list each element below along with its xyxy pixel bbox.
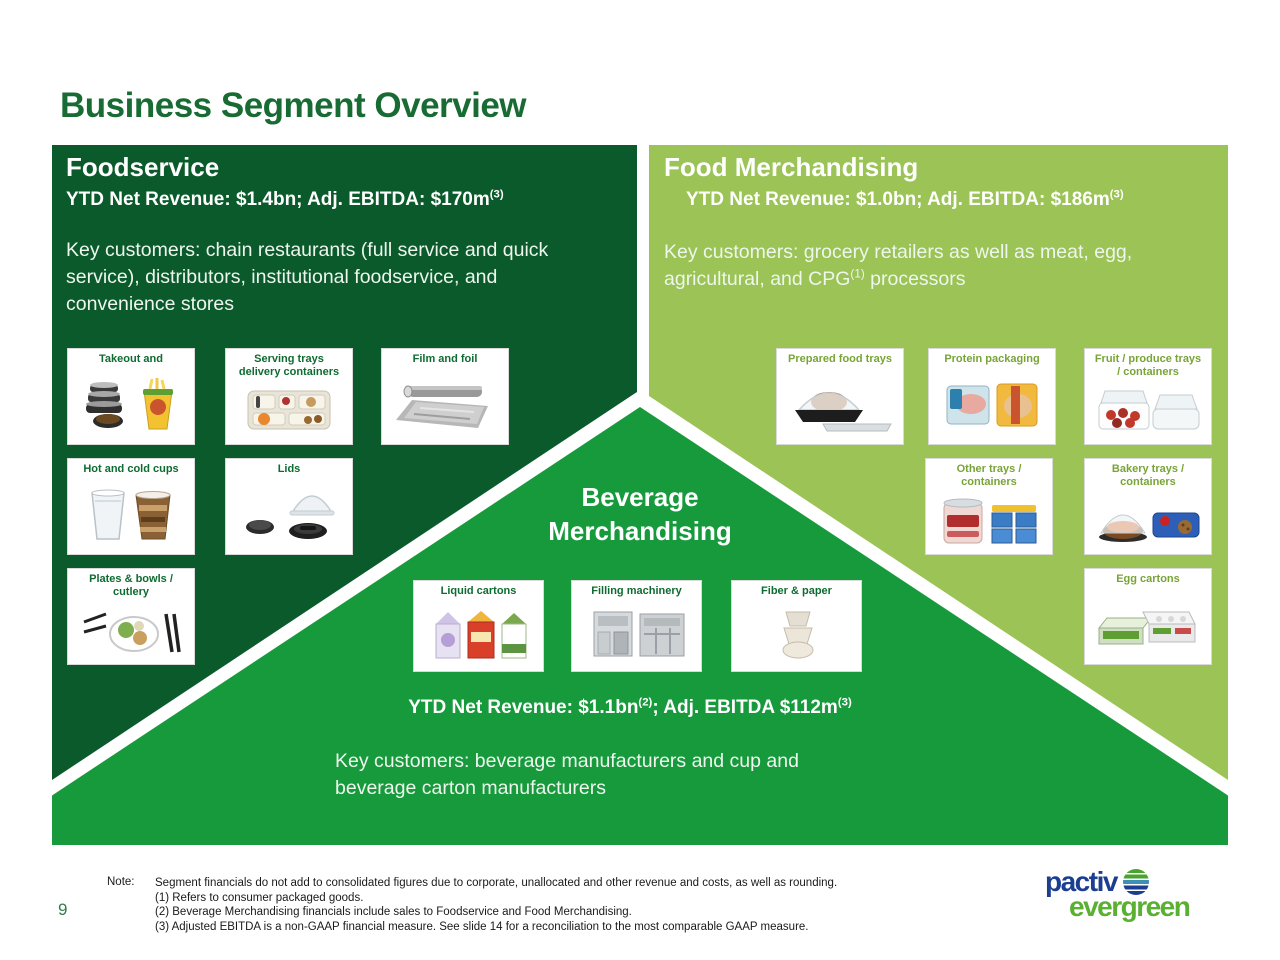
prepared-food-tray-image [795,391,892,432]
tile-protein-packaging: Protein packaging [928,348,1056,445]
bev-revenue-part1: YTD Net Revenue: $1.1bn [408,697,639,718]
tile-fiber-paper: Fiber & paper [731,580,862,672]
tile-liquid-cartons: Liquid cartons [413,580,544,672]
footnote-ref-2: (2) [638,696,653,709]
tile-other-trays: Other trays / containers [925,458,1053,555]
fiber-paper-image [782,611,813,659]
tile-filling-machinery-label: Filling machinery [591,585,682,597]
tile-liquid-cartons-label: Liquid cartons [440,585,517,597]
tile-other-trays-label: Other trays / containers [956,463,1022,488]
footnotes: Note: Segment financials do not add to c… [107,876,837,934]
tile-bakery-trays-label: Bakery trays / containers [1111,463,1185,488]
lids-image [246,495,335,539]
film-foil-image [396,385,488,428]
tile-protein-packaging-label: Protein packaging [944,353,1040,365]
takeout-containers-image [86,377,173,430]
fruit-produce-containers-image [1098,390,1200,430]
beverage-heading-line1: Beverage [581,482,699,512]
note-line: Segment financials do not add to consoli… [155,877,838,889]
beverage-key-customers: Key customers: beverage manufacturers an… [335,750,799,799]
foodservice-heading: Foodservice [66,152,220,182]
logo-pactiv-text: pactiv [1045,866,1118,897]
tile-fruit-produce-label: Fruit / produce trays / containers [1094,353,1202,378]
tile-takeout-label: Takeout and [99,353,163,365]
foodservice-revenue: YTD Net Revenue: $1.4bn; Adj. EBITDA: $1… [66,189,504,211]
food-merchandising-revenue: YTD Net Revenue: $1.0bn; Adj. EBITDA: $1… [686,189,1124,211]
globe-icon [1122,869,1149,895]
egg-cartons-image [1097,611,1196,645]
food-merchandising-key-customers: Key customers: grocery retailers as well… [664,239,1194,293]
tile-egg-cartons-label: Egg cartons [1116,573,1180,585]
food-merchandising-revenue-text: YTD Net Revenue: $1.0bn; Adj. EBITDA: $1… [686,189,1110,210]
protein-packaging-image [946,383,1038,427]
note-line: (2) Beverage Merchandising financials in… [155,906,632,918]
footnote-ref-3: (3) [1109,188,1124,201]
tile-serving-trays: Serving trays delivery containers [225,348,353,445]
note-line: (3) Adjusted EBITDA is a non-GAAP financ… [155,920,809,933]
food-merchandising-heading: Food Merchandising [664,152,919,182]
footnote-ref-3: (3) [489,188,504,201]
tile-takeout: Takeout and [67,348,195,445]
serving-tray-image [247,390,331,430]
tile-cups-label: Hot and cold cups [83,463,179,475]
fm-key-customers-part2: processors [864,268,966,290]
plates-cutlery-image [83,613,181,653]
tile-fruit-produce: Fruit / produce trays / containers [1084,348,1212,445]
foodservice-key-customers: Key customers: chain restaurants (full s… [66,239,549,315]
page-number: 9 [58,900,68,919]
note-label: Note: [107,876,135,888]
tile-serving-trays-label: Serving trays delivery containers [238,353,340,378]
fm-key-customers-part1: Key customers: grocery retailers as well… [664,241,1133,290]
beverage-merchandising-revenue: YTD Net Revenue: $1.1bn(2); Adj. EBITDA … [340,697,920,719]
tile-lids-label: Lids [277,463,301,475]
tile-plates-cutlery: Plates & bowls / cutlery [67,568,195,665]
bev-revenue-part2: ; Adj. EBITDA $112m [652,697,838,718]
tile-prepared-food-trays-label: Prepared food trays [788,353,892,365]
other-trays-containers-image [943,498,1037,544]
tile-film-foil-label: Film and foil [412,353,478,365]
tile-filling-machinery: Filling machinery [571,580,702,672]
note-lines: Segment financials do not add to consoli… [155,876,837,934]
pactiv-evergreen-logo: pactiv evergreen [1045,866,1235,923]
filling-machinery-image [593,611,684,657]
tile-lids: Lids [225,458,353,555]
beverage-merchandising-heading: Beverage Merchandising [440,480,840,548]
tile-film-foil: Film and foil [381,348,509,445]
tile-egg-cartons: Egg cartons [1084,568,1212,665]
beverage-heading-line2: Merchandising [548,516,732,546]
tile-bakery-trays: Bakery trays / containers [1084,458,1212,555]
bakery-trays-containers-image [1099,512,1200,543]
footnote-ref-1: (1) [850,267,865,281]
page-title: Business Segment Overview [60,86,527,125]
footnote-ref-3: (3) [837,696,852,709]
tile-prepared-food-trays: Prepared food trays [776,348,904,445]
hot-cold-cups-image [91,489,171,540]
foodservice-revenue-text: YTD Net Revenue: $1.4bn; Adj. EBITDA: $1… [66,189,490,210]
tile-cups: Hot and cold cups [67,458,195,555]
note-line: (1) Refers to consumer packaged goods. [155,891,364,904]
liquid-cartons-image [435,611,526,659]
logo-evergreen-text: evergreen [1069,891,1191,922]
tile-fiber-paper-label: Fiber & paper [761,585,832,597]
tile-plates-cutlery-label: Plates & bowls / cutlery [89,573,173,598]
